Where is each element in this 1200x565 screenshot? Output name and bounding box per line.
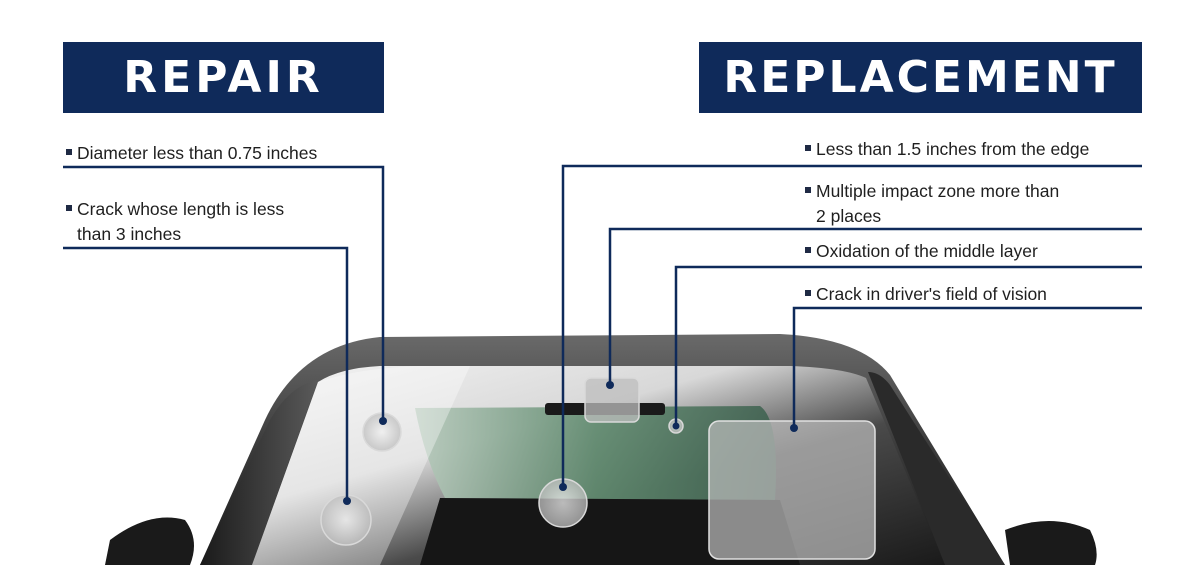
replacement-criterion-edge: Less than 1.5 inches from the edge: [805, 137, 1089, 162]
leader-edge: [561, 164, 1142, 487]
dashboard: [420, 498, 800, 565]
replacement-heading: REPLACEMENT: [699, 42, 1142, 113]
bullet-icon: [805, 145, 811, 152]
interior-tint: [415, 406, 776, 500]
leader-diameter: [63, 165, 385, 421]
driver-vision-marker: [708, 420, 876, 560]
bullet-icon: [805, 247, 811, 254]
right-pillar: [868, 372, 1005, 565]
bullet-icon: [66, 149, 72, 156]
repair-heading: REPAIR: [63, 42, 384, 113]
repair-criterion-diameter: Diameter less than 0.75 inches: [66, 141, 317, 166]
multi-impact-marker: [584, 377, 640, 423]
left-pillar: [200, 380, 318, 565]
bullet-icon: [805, 290, 811, 297]
leader-driver-vision: [792, 306, 1142, 428]
replacement-criterion-driver-vision: Crack in driver's field of vision: [805, 282, 1047, 307]
replacement-criterion-multi-impact: Multiple impact zone more than 2 places: [805, 179, 1059, 229]
right-mirror: [1005, 521, 1097, 565]
repair-criterion-crack-length: Crack whose length is less than 3 inches: [66, 197, 284, 247]
replacement-criterion-oxidation: Oxidation of the middle layer: [805, 239, 1038, 264]
repair-leader-lines: [63, 165, 385, 501]
replacement-leader-lines: [561, 164, 1142, 487]
leader-multi-impact: [608, 227, 1142, 385]
leader-oxidation: [674, 265, 1142, 426]
bullet-icon: [805, 187, 811, 194]
left-mirror: [105, 517, 194, 565]
bullet-icon: [66, 205, 72, 212]
leader-crack-length: [63, 246, 349, 501]
